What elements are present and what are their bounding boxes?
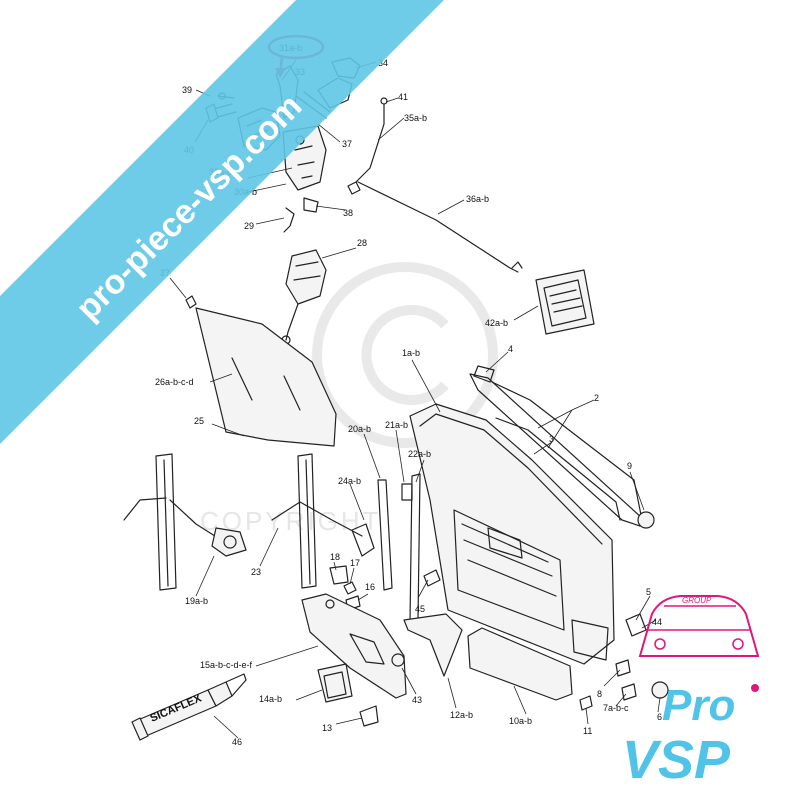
window-runners (377, 473, 421, 623)
sealant-tube: SICAFLEX (131, 673, 247, 741)
speaker-grille (317, 663, 353, 703)
label-12: 12a-b (450, 710, 473, 720)
door-window-glass (185, 295, 337, 447)
label-8: 8 (597, 689, 602, 699)
label-9: 9 (627, 461, 632, 471)
label-46: 46 (232, 737, 242, 747)
leader-lines (169, 59, 661, 739)
label-3: 3 (549, 434, 554, 444)
label-36: 36a-b (466, 194, 489, 204)
label-23: 23 (251, 567, 261, 577)
door-armrest (467, 627, 573, 701)
label-20: 20a-b (348, 424, 371, 434)
label-34: 34 (378, 58, 388, 68)
label-39: 39 (182, 85, 192, 95)
label-45: 45 (415, 604, 425, 614)
label-2: 2 (594, 393, 599, 403)
label-35: 35a-b (404, 113, 427, 123)
logo-pro-text: Pro (662, 681, 735, 730)
label-13: 13 (322, 723, 332, 733)
label-17: 17 (350, 558, 360, 568)
inner-handle-bezel (535, 269, 595, 335)
label-6: 6 (657, 712, 662, 722)
label-28: 28 (357, 238, 367, 248)
label-24: 24a-b (338, 476, 361, 486)
logo-car-outline (638, 595, 760, 657)
label-18: 18 (330, 552, 340, 562)
provsp-logo: GROUP Pro VSP (622, 595, 760, 790)
label-11: 11 (583, 726, 592, 736)
label-26: 26a-b-c-d (155, 377, 194, 387)
label-41: 41 (398, 92, 408, 102)
label-15: 15a-b-c-d-e-f (200, 660, 253, 670)
central-locking-actuator (281, 249, 327, 345)
mirror-bracket (403, 613, 463, 677)
logo-vsp-text: VSP (622, 730, 731, 790)
label-16: 16 (365, 582, 375, 592)
label-44: 44 (652, 617, 662, 627)
label-38: 38 (343, 208, 353, 218)
label-22: 22a-b (408, 449, 431, 459)
label-4: 4 (508, 344, 513, 354)
logo-group-text: GROUP (682, 596, 712, 605)
label-29: 29 (244, 221, 254, 231)
window-regulator-left (123, 453, 247, 591)
label-25: 25 (194, 416, 204, 426)
label-19: 19a-b (185, 596, 208, 606)
label-7: 7a-b-c (603, 703, 629, 713)
fasteners (359, 613, 669, 727)
label-14: 14a-b (259, 694, 282, 704)
label-10: 10a-b (509, 716, 532, 726)
label-43: 43 (412, 695, 422, 705)
label-42: 42a-b (485, 318, 508, 328)
window-regulator-right (271, 453, 375, 589)
label-5: 5 (646, 587, 651, 597)
door-shell (409, 365, 655, 665)
door-inner-panel (301, 593, 407, 699)
label-37: 37 (342, 139, 352, 149)
label-1: 1a-b (402, 348, 420, 358)
label-21: 21a-b (385, 420, 408, 430)
